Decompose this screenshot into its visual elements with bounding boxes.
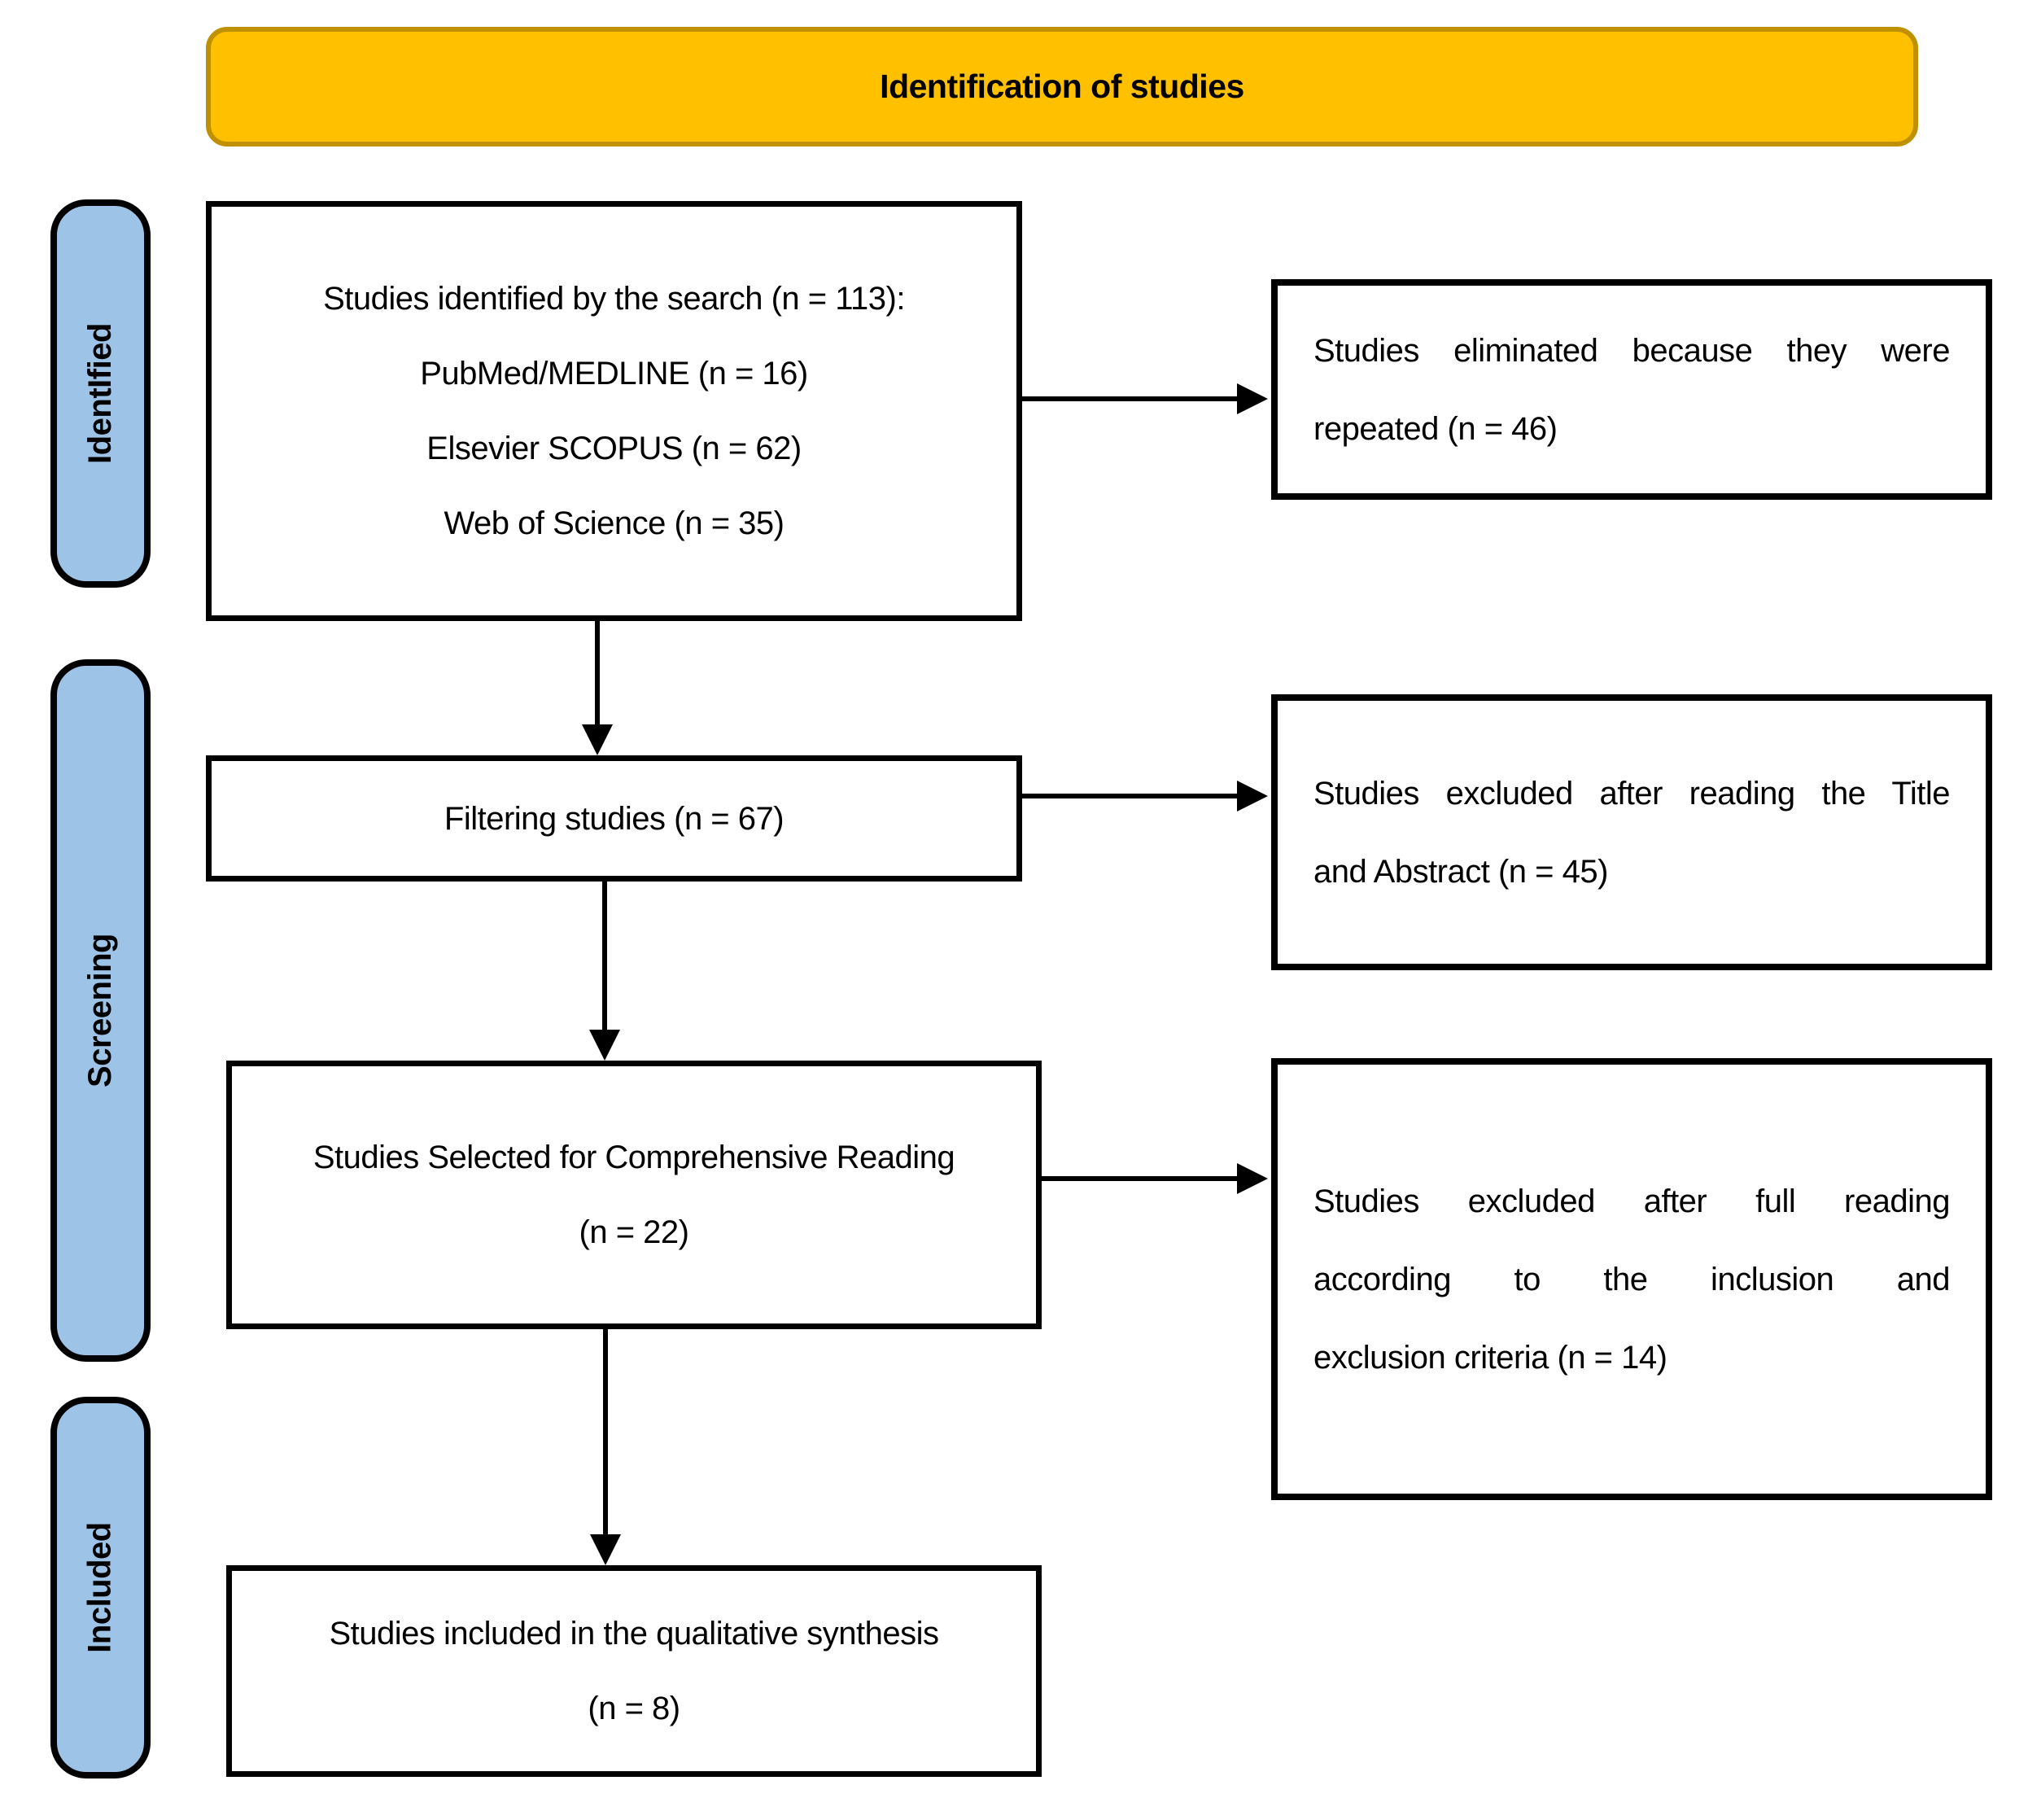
exclusion-box-full-reading: Studies excluded after full reading accor…	[1271, 1058, 1992, 1500]
banner-identification-of-studies: Identification of studies	[206, 27, 1918, 147]
arrow-right-to-title-abstract-shaft	[1019, 794, 1239, 798]
text-line: Studies eliminated because they were	[1313, 332, 1951, 369]
arrow-down-identified-to-filtering-head-icon	[582, 724, 613, 755]
exclusion-box-duplicates: Studies eliminated because they were repe…	[1271, 279, 1992, 500]
arrow-down-selected-to-included-shaft	[603, 1329, 608, 1536]
arrow-right-to-full-reading-head-icon	[1237, 1163, 1268, 1194]
stage-label-identified: IdentIfied	[50, 199, 151, 588]
stage-label-included: Included	[50, 1397, 151, 1778]
text-line: according to the inclusion and	[1313, 1261, 1951, 1297]
exclusion-box-title-abstract: Studies excluded after reading the Title…	[1271, 694, 1992, 970]
text-line: (n = 22)	[579, 1214, 689, 1250]
text-line: PubMed/MEDLINE (n = 16)	[420, 356, 808, 392]
arrow-right-to-duplicates-shaft	[1019, 396, 1239, 401]
text-line: exclusion criteria (n = 14)	[1313, 1339, 1667, 1376]
text-line: (n = 8)	[588, 1691, 680, 1726]
banner-title: Identification of studies	[880, 68, 1244, 105]
arrow-down-identified-to-filtering-shaft	[595, 621, 600, 727]
flow-box-studies-included: Studies included in the qualitative synt…	[226, 1565, 1042, 1777]
flow-box-filtering-studies: Filtering studies (n = 67)	[206, 755, 1022, 882]
text-line: Studies excluded after reading the Title	[1313, 775, 1951, 812]
text-line: Studies excluded after full reading	[1313, 1183, 1951, 1219]
arrow-right-to-duplicates-head-icon	[1237, 383, 1268, 414]
text-line: Studies included in the qualitative synt…	[329, 1616, 939, 1652]
flow-box-studies-identified: Studies identified by the search (n = 11…	[206, 201, 1022, 621]
arrow-right-to-full-reading-shaft	[1040, 1176, 1239, 1181]
text-line: Studies Selected for Comprehensive Readi…	[313, 1140, 955, 1175]
text-line: Web of Science (n = 35)	[444, 505, 785, 541]
stage-label-identified-text: IdentIfied	[82, 323, 118, 464]
arrow-down-selected-to-included-head-icon	[590, 1534, 621, 1565]
text-line: repeated (n = 46)	[1313, 410, 1558, 447]
text-line: and Abstract (n = 45)	[1313, 853, 1608, 890]
arrow-down-filtering-to-selected-head-icon	[589, 1030, 620, 1061]
arrow-down-filtering-to-selected-shaft	[602, 882, 607, 1031]
text-line: Filtering studies (n = 67)	[444, 800, 785, 837]
text-line: Elsevier SCOPUS (n = 62)	[426, 431, 802, 466]
stage-label-screening: Screening	[50, 659, 151, 1362]
stage-label-screening-text: Screening	[82, 934, 118, 1087]
arrow-right-to-title-abstract-head-icon	[1237, 781, 1268, 812]
flow-box-studies-selected: Studies Selected for Comprehensive Readi…	[226, 1061, 1042, 1329]
text-line: Studies identified by the search (n = 11…	[323, 281, 905, 317]
stage-label-included-text: Included	[82, 1522, 119, 1653]
